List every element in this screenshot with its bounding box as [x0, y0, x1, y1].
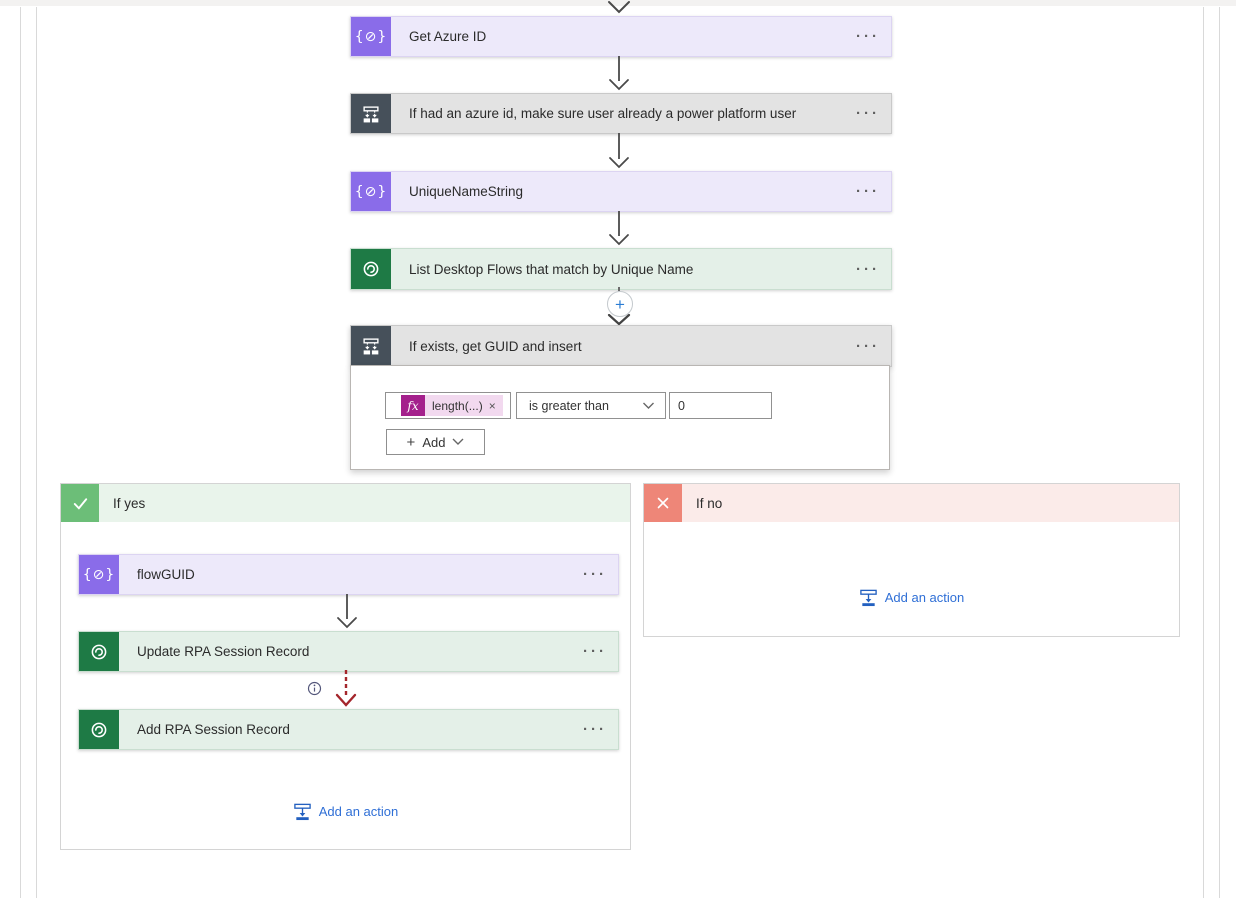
scope-border-right-outer: [1219, 7, 1220, 898]
plus-icon: +: [406, 433, 416, 451]
action-title: Get Azure ID: [409, 29, 487, 44]
branch-if-no: If no Add an action: [643, 483, 1180, 637]
chevron-down-icon: [452, 438, 464, 445]
card-menu-button[interactable]: ···: [856, 105, 880, 122]
dataverse-icon: [79, 710, 119, 749]
branch-if-yes: If yes {⊘} flowGUID ··· Update RPA Sessi…: [60, 483, 631, 850]
action-title: Add RPA Session Record: [137, 722, 290, 737]
run-after-dashed-arrow-icon: [335, 670, 357, 707]
card-menu-button[interactable]: ···: [583, 721, 607, 738]
flow-arrow-icon: [609, 56, 629, 91]
flow-arrow-head-icon: [607, 314, 631, 326]
remove-expression-icon[interactable]: ×: [488, 398, 496, 413]
flow-arrow-icon: [337, 594, 357, 629]
card-menu-button[interactable]: ···: [583, 643, 607, 660]
condition-operand-input[interactable]: fx length(...) ×: [385, 392, 511, 419]
compose-icon: {⊘}: [351, 172, 391, 211]
action-card-condition-azure-id[interactable]: If had an azure id, make sure user alrea…: [350, 93, 892, 134]
fx-icon: fx: [401, 395, 425, 416]
action-title: Update RPA Session Record: [137, 644, 310, 659]
top-strip: [0, 0, 1236, 6]
dataverse-icon: [351, 249, 391, 289]
condition-icon: [351, 94, 391, 133]
condition-icon: [351, 326, 391, 366]
add-an-action-label: Add an action: [318, 804, 399, 819]
scope-border-left-inner: [36, 7, 37, 898]
insert-step-button[interactable]: +: [607, 291, 633, 317]
operator-value: is greater than: [529, 398, 609, 413]
condition-operator-dropdown[interactable]: is greater than: [516, 392, 666, 419]
add-an-action-label: Add an action: [884, 590, 965, 605]
card-menu-button[interactable]: ···: [856, 28, 880, 45]
card-menu-button[interactable]: ···: [856, 337, 880, 355]
info-icon[interactable]: [307, 681, 322, 696]
scope-border-right-inner: [1203, 7, 1204, 898]
action-card-get-azure-id[interactable]: {⊘} Get Azure ID ···: [350, 16, 892, 57]
dataverse-icon: [79, 632, 119, 671]
add-condition-row-button[interactable]: + Add: [386, 429, 485, 455]
branch-label: If no: [696, 495, 723, 511]
action-title: UniqueNameString: [409, 184, 524, 199]
action-card-condition-if-exists[interactable]: If exists, get GUID and insert ···: [350, 325, 892, 367]
action-card-uniquenamestring[interactable]: {⊘} UniqueNameString ···: [350, 171, 892, 212]
card-menu-button[interactable]: ···: [583, 566, 607, 583]
if-no-header[interactable]: If no: [644, 484, 1179, 522]
branch-label: If yes: [113, 495, 146, 511]
expression-text: length(...): [432, 398, 483, 413]
add-an-action-button[interactable]: Add an action: [61, 802, 630, 821]
flow-arrow-icon: [609, 133, 629, 169]
expression-chip[interactable]: fx length(...) ×: [401, 395, 503, 416]
action-card-add-rpa-session-record[interactable]: Add RPA Session Record ···: [78, 709, 619, 750]
action-card-update-rpa-session-record[interactable]: Update RPA Session Record ···: [78, 631, 619, 672]
plus-icon: +: [615, 294, 625, 314]
action-title: If had an azure id, make sure user alrea…: [409, 106, 797, 121]
add-action-icon: [293, 803, 311, 821]
if-yes-header[interactable]: If yes: [61, 484, 630, 522]
flow-arrow-incoming-icon: [608, 1, 630, 14]
action-title: If exists, get GUID and insert: [409, 338, 582, 354]
compose-icon: {⊘}: [79, 555, 119, 594]
action-title: List Desktop Flows that match by Unique …: [409, 261, 694, 277]
condition-value-input[interactable]: [669, 392, 772, 419]
condition-editor-panel: fx length(...) × is greater than + Add: [350, 365, 890, 470]
check-icon: [61, 484, 99, 522]
compose-icon: {⊘}: [351, 17, 391, 56]
card-menu-button[interactable]: ···: [856, 260, 880, 278]
x-icon: [644, 484, 682, 522]
scope-border-left-outer: [20, 7, 21, 898]
add-action-icon: [859, 589, 877, 607]
action-card-flowguid[interactable]: {⊘} flowGUID ···: [78, 554, 619, 595]
add-an-action-button[interactable]: Add an action: [644, 588, 1179, 607]
connector-tick: [618, 287, 620, 291]
action-title: flowGUID: [137, 567, 195, 582]
chevron-down-icon: [643, 402, 654, 409]
add-button-label: Add: [422, 434, 446, 450]
flow-arrow-icon: [609, 211, 629, 246]
card-menu-button[interactable]: ···: [856, 183, 880, 200]
action-card-list-desktop-flows[interactable]: List Desktop Flows that match by Unique …: [350, 248, 892, 290]
